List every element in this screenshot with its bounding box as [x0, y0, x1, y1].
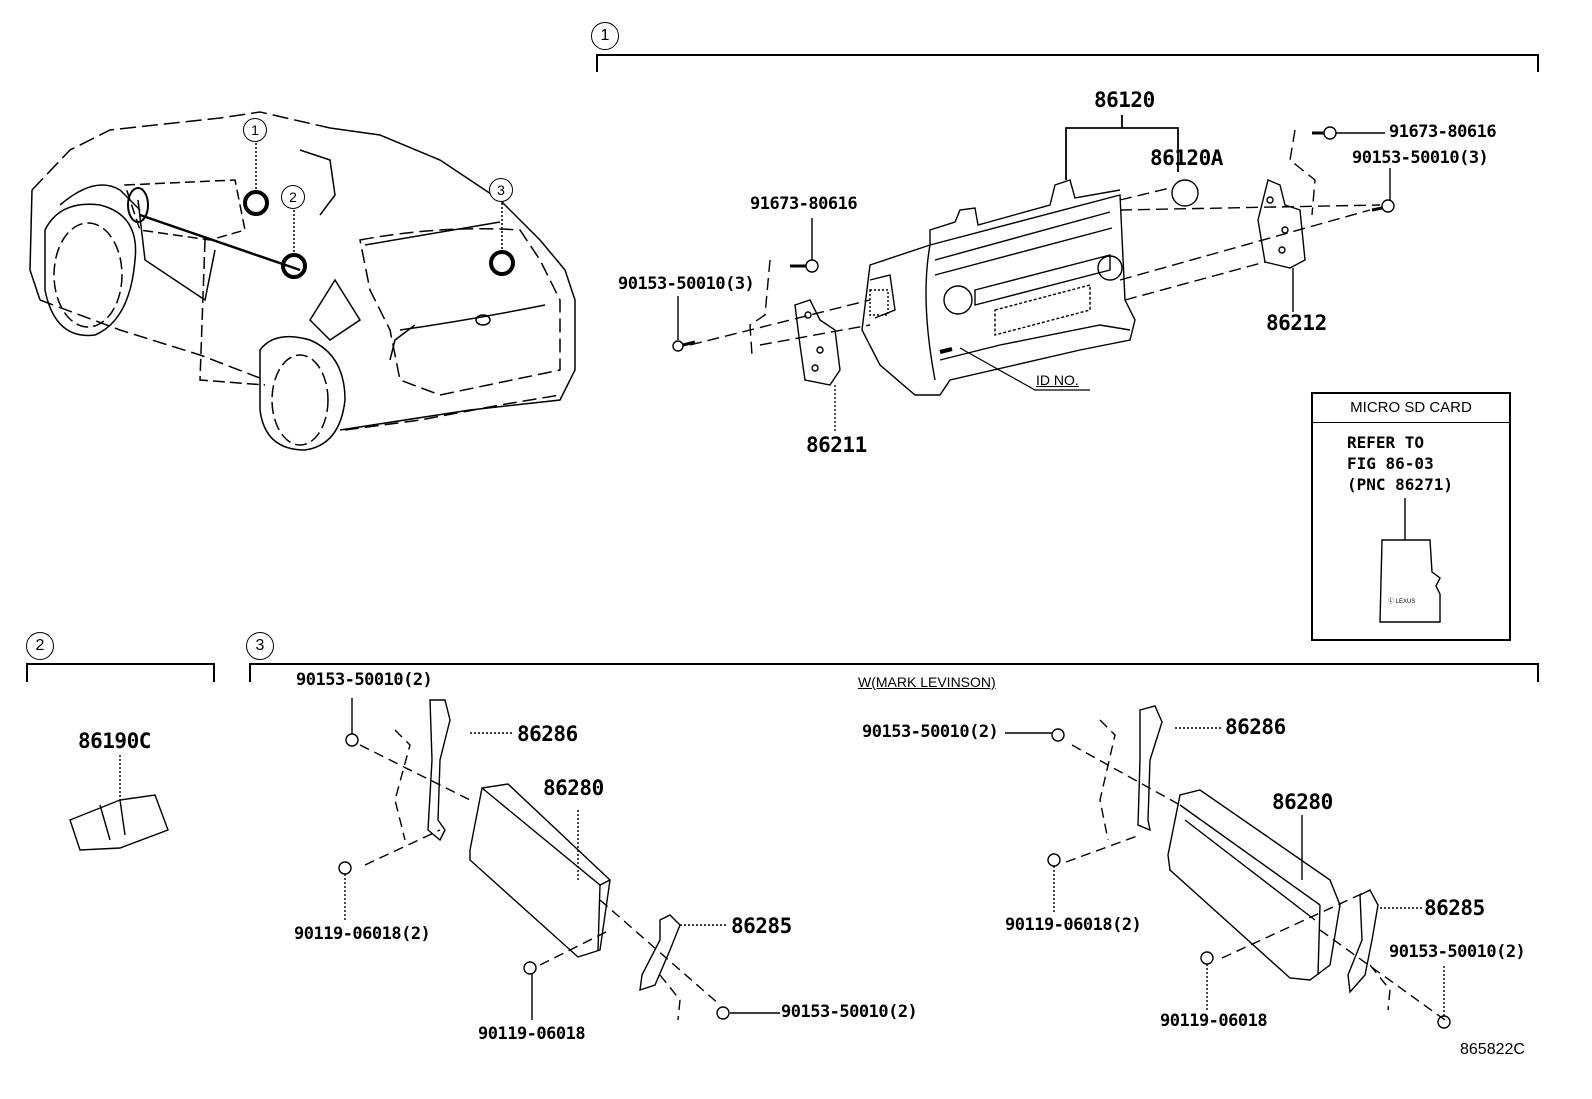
part-label-left-screw-bottom: 90119-06018 [478, 1024, 586, 1044]
vehicle-callout-3: 3 [489, 178, 513, 202]
section-3-marker: 3 [246, 632, 274, 660]
vehicle-callout-1: 1 [243, 118, 267, 142]
part-label-left-86285: 86285 [731, 914, 792, 938]
part-label-right-86280: 86280 [1272, 790, 1333, 814]
section-1-marker: 1 [591, 22, 619, 50]
part-label-left-86286: 86286 [517, 722, 578, 746]
micro-sd-card-reference: REFER TO FIG 86-03 (PNC 86271) [1347, 432, 1453, 495]
id-number-label: ID NO. [1036, 372, 1079, 388]
section-1-bracket [596, 54, 1539, 72]
part-label-right-screw-left: 90119-06018(2) [1005, 915, 1142, 935]
micro-sd-card-title: MICRO SD CARD [1313, 394, 1509, 423]
svg-text:Ⓛ LEXUS: Ⓛ LEXUS [1388, 597, 1415, 605]
part-label-screw-left: 90153-50010(3) [618, 274, 755, 294]
vehicle-illustration [29, 111, 576, 451]
part-label-right-bolt-bottom: 90153-50010(2) [1389, 942, 1526, 962]
figure-id: 865822C [1460, 1041, 1525, 1058]
screw-icon-right [1371, 199, 1395, 213]
screw-icon-right-top [1312, 126, 1337, 140]
reference-line-3: (PNC 86271) [1347, 475, 1453, 494]
part-label-86190c: 86190C [78, 729, 151, 753]
radio-assembly-art: Ⓛ LEXUS [672, 115, 1441, 623]
part-label-86212: 86212 [1266, 311, 1327, 335]
variant-note-mark-levinson: W(MARK LEVINSON) [858, 674, 996, 690]
part-label-right-86286: 86286 [1225, 715, 1286, 739]
part-label-86120: 86120 [1094, 88, 1155, 112]
part-label-left-bolt-bottom: 90153-50010(2) [781, 1002, 918, 1022]
vehicle-callout-2: 2 [281, 185, 305, 209]
micro-sd-card-box: MICRO SD CARD REFER TO FIG 86-03 (PNC 86… [1311, 392, 1511, 641]
part-label-86120a: 86120A [1150, 146, 1223, 170]
amplifier-left-art [338, 698, 780, 1021]
reference-line-2: FIG 86-03 [1347, 454, 1434, 473]
part-label-left-screw-left: 90119-06018(2) [294, 924, 431, 944]
part-label-screw-left-top: 91673-80616 [750, 194, 858, 214]
section-3-bracket [249, 663, 1539, 682]
reference-line-1: REFER TO [1347, 433, 1425, 452]
micro-sd-card-icon [1379, 539, 1441, 623]
part-label-right-screw-bottom: 90119-06018 [1160, 1011, 1268, 1031]
part-label-86211: 86211 [806, 433, 867, 457]
amplifier-right-art [1005, 705, 1451, 1029]
part-label-right-bolt-top: 90153-50010(2) [862, 722, 999, 742]
module-86190c-art [69, 755, 169, 851]
part-label-screw-right-top: 91673-80616 [1389, 122, 1497, 142]
part-label-left-bolt-top: 90153-50010(2) [296, 670, 433, 690]
screw-icon-left-top [790, 259, 819, 273]
part-label-left-86280: 86280 [543, 776, 604, 800]
part-label-right-86285: 86285 [1424, 896, 1485, 920]
screw-icon-left [672, 340, 696, 352]
section-2-bracket [26, 663, 215, 682]
part-label-screw-right: 90153-50010(3) [1352, 148, 1489, 168]
section-2-marker: 2 [26, 632, 54, 660]
